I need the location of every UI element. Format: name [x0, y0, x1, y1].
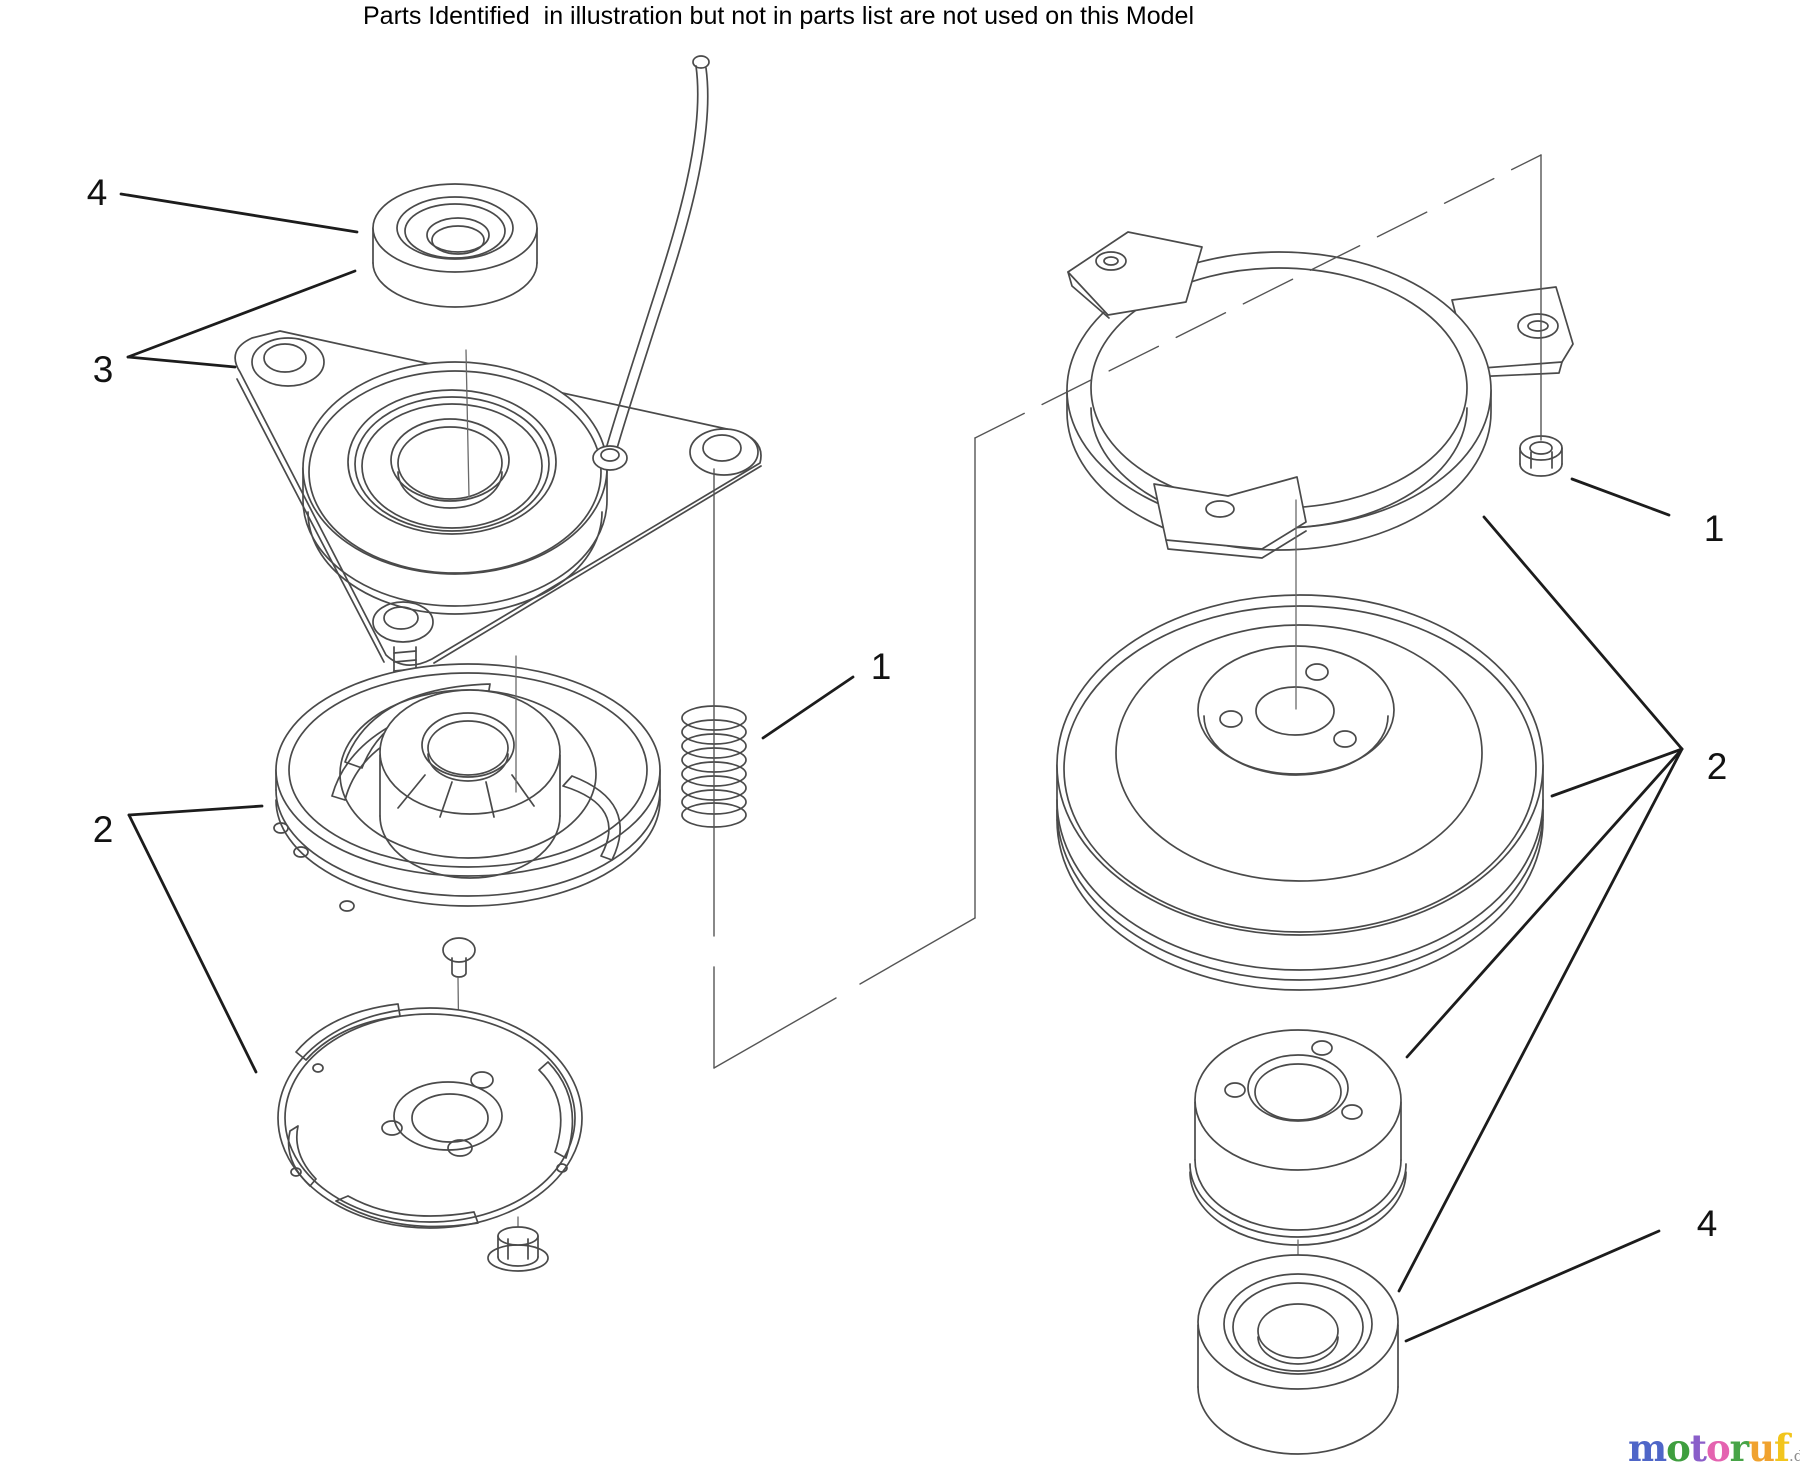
- callout-2-left: 2: [93, 809, 114, 850]
- logo-letter: m: [1628, 1426, 1667, 1470]
- construction-lines: [713, 154, 1542, 1069]
- leader-2-left-b: [127, 813, 258, 1074]
- leader-2-right-ring: [1482, 515, 1684, 751]
- axis-dashed-diagonal: [974, 154, 1542, 439]
- callout-4-right: 4: [1697, 1203, 1718, 1244]
- leader-3-left-b: [126, 355, 237, 369]
- armature-plate: [277, 1003, 583, 1241]
- ring-tab-right-slot: [1517, 313, 1559, 339]
- logo-letter: f: [1774, 1426, 1790, 1470]
- right-assembly: [1056, 231, 1574, 1455]
- brake-ring: [1066, 231, 1574, 559]
- left-bearing: [372, 183, 538, 308]
- armature-center-hole: [411, 1093, 489, 1143]
- logo-letter: o: [1666, 1426, 1691, 1470]
- right-bearing: [1197, 1254, 1399, 1455]
- logo-letter: u: [1748, 1426, 1775, 1470]
- callout-2-right: 2: [1707, 746, 1728, 787]
- motoruf-logo: motoruf.de: [1628, 1426, 1800, 1470]
- leader-lines: [119, 192, 1684, 1343]
- leader-1-right: [1570, 477, 1671, 517]
- ring-tab-top-left: [1067, 231, 1203, 316]
- axis-diagonal-a: [713, 997, 837, 1069]
- right-lock-nut: [1519, 435, 1563, 477]
- leader-2-left-a: [127, 804, 264, 817]
- leader-2-right-bearing: [1397, 747, 1684, 1293]
- field-coil-plate-assembly: [234, 55, 762, 715]
- logo-letter: t: [1689, 1426, 1707, 1470]
- callout-4-left: 4: [87, 172, 108, 213]
- rotor-disc: [273, 655, 661, 912]
- logo-letter: o: [1705, 1426, 1731, 1470]
- axis-diagonal-b: [859, 917, 976, 985]
- callout-3-left: 3: [93, 349, 114, 390]
- logo-letter: r: [1729, 1426, 1749, 1470]
- hub-center-hole: [1247, 1054, 1349, 1122]
- coil-centerline: [465, 349, 470, 498]
- leader-2-right-hub: [1405, 747, 1684, 1059]
- rotor-slots: [331, 683, 621, 861]
- leader-4-right: [1404, 1229, 1661, 1343]
- callout-labels: 4 3 2 1 1 2 4: [87, 172, 1728, 1244]
- page-title: Parts Identified in illustration but not…: [363, 2, 1195, 30]
- hub-vanes: [397, 774, 535, 818]
- logo-suffix: .de: [1788, 1447, 1800, 1465]
- left-assembly: [234, 55, 762, 1272]
- callout-1-right: 1: [1704, 508, 1725, 549]
- armature-slots: [287, 1003, 574, 1228]
- callout-1-left: 1: [871, 646, 892, 687]
- plate-thickness-edges: [236, 378, 762, 664]
- leader-1-left: [761, 675, 855, 740]
- rotor-hub: [379, 689, 561, 879]
- coil-body: [302, 349, 608, 615]
- coil-wire: [592, 55, 710, 471]
- leader-4-left: [119, 192, 359, 234]
- pulley: [1056, 499, 1544, 991]
- pulley-center-hole: [1255, 686, 1335, 736]
- hub-spacer: [1189, 1029, 1407, 1315]
- leader-2-right-pulley: [1550, 747, 1684, 798]
- left-flange-nut: [487, 1226, 549, 1272]
- leader-3-left-a: [126, 269, 357, 359]
